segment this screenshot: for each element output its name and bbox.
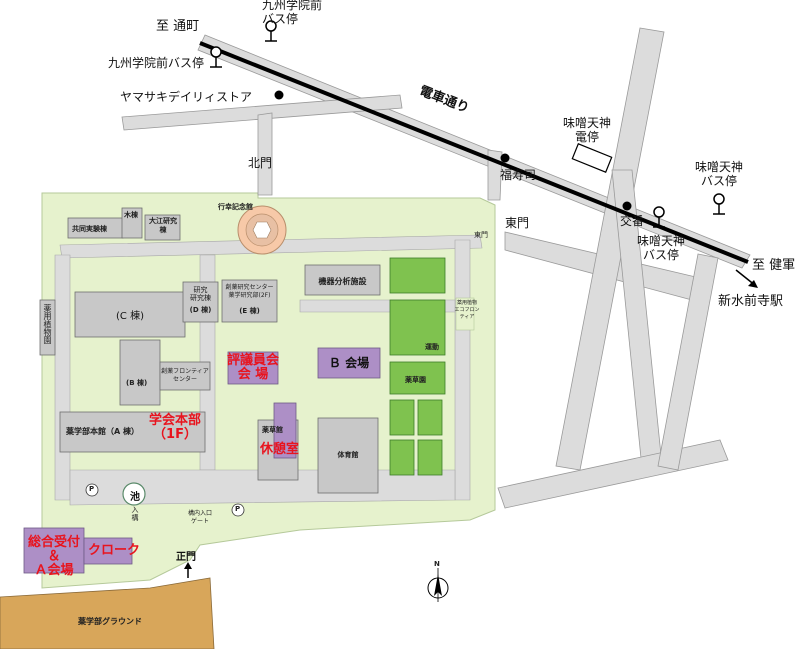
e-bldg (221, 279, 278, 323)
label-venue-b: Ｂ 会場 (328, 356, 370, 370)
label-d-bldg: (D 棟) (189, 306, 212, 314)
police-dot (622, 201, 632, 211)
label-joint-lab: 共同実験棟 (72, 225, 107, 233)
north-road (121, 94, 403, 131)
label-pond: 池 (130, 492, 140, 503)
label-e-detail: 創薬研究センター 薬学研究部(2F) (225, 284, 274, 299)
venue-rest (273, 402, 297, 459)
tram-stop-platform (571, 143, 613, 173)
label-e-bldg: (E 棟) (239, 307, 260, 315)
label-east-gate: 東門 (505, 216, 530, 230)
tram-line (199, 41, 749, 264)
label-wood-bldg: 木棟 (124, 211, 138, 219)
label-to-tsuboi: 至 通町 (156, 19, 200, 34)
label-bus-stop-misoten-right: 味噌天神 バス停 (694, 160, 743, 188)
venue-b (317, 347, 381, 379)
d-bldg (182, 281, 219, 323)
label-kuyoukan: 薬草館 (262, 426, 283, 434)
label-main-bldg: 薬学部本館（A 棟） (66, 427, 139, 436)
label-main-gate: 正門 (176, 552, 196, 563)
fukujushi-dot (500, 153, 510, 163)
pond (122, 482, 146, 506)
memorial-hall-center (252, 221, 272, 239)
field-plot-4 (417, 439, 443, 476)
yamasaki-dot (274, 90, 284, 100)
station-arrow-icon (735, 269, 758, 288)
label-hall-2: 薬草園 (405, 376, 426, 384)
oe-lab-bldg (144, 214, 181, 241)
label-shinsuizenji-station: 新水前寺駅 (718, 294, 784, 309)
field-plot-2 (417, 399, 443, 436)
south-road (497, 439, 729, 509)
frontier-bldg (159, 361, 211, 391)
inner-road-east (454, 239, 471, 501)
label-north-gate: 北門 (248, 156, 273, 170)
label-tram-stop: 味噌天神 電停 (562, 116, 611, 144)
label-memorial-hall: 行幸記念館 (218, 203, 253, 211)
label-venue-committee: 評議員会 会 場 (226, 353, 279, 382)
parking-circle-1 (85, 483, 99, 497)
b-bldg-wing (119, 339, 161, 406)
label-bus-stop-kyushu-left: 九州学院前バス停 (108, 56, 205, 70)
label-yamasaki-store: ヤマサキデイリィストア (120, 90, 253, 104)
label-to-kengun: 至 健軍 (752, 258, 796, 273)
label-c-bldg: (C 棟) (116, 311, 144, 322)
bus-stop-icon-lower (653, 206, 665, 228)
label-police-box: 交番 (620, 214, 645, 228)
wood-bldg (121, 207, 143, 239)
south-east-road (657, 253, 719, 471)
venue-cloak (83, 537, 133, 565)
instrument-bldg (304, 264, 381, 296)
gym-bldg (317, 417, 379, 494)
inner-road-west (54, 254, 71, 501)
venue-committee (227, 351, 279, 385)
label-eco-frontier: 薬用植物 エコフロンティア (454, 300, 480, 320)
main-bldg (59, 411, 206, 453)
label-d-detail: 研究 研究棟 (190, 286, 211, 302)
label-bus-stop-kyushu-top: 九州学院前 バス停 (262, 0, 323, 26)
bus-stop-icon-right (713, 193, 725, 215)
label-entrance-left: 入 構 (131, 506, 139, 522)
north-gate-road (257, 112, 273, 196)
label-instrument: 機器分析施設 (318, 277, 367, 286)
label-zone: 運動 (425, 343, 439, 351)
field-plot-3 (389, 439, 415, 476)
label-parking-2: P (235, 505, 241, 513)
field-hall2 (389, 361, 446, 395)
bus-stop-icon-top (265, 20, 277, 42)
west-vertical-bldg (39, 299, 56, 356)
label-medicinal-garden: 薬用植物園 (43, 304, 52, 344)
field-top (389, 257, 446, 294)
main-gate-arrow-icon (184, 562, 192, 578)
label-fukujushi: 福寿司 (500, 168, 537, 182)
field-plot-1 (389, 399, 415, 436)
label-gym: 体育館 (337, 451, 359, 459)
eco-frontier-bldg (455, 297, 475, 331)
field-sports (389, 299, 446, 356)
label-venue-reception: 総合受付＆ Ａ会場 (27, 535, 80, 578)
label-b-bldg: (B 棟) (126, 379, 148, 387)
label-frontier: 創薬フロンティア センター (161, 368, 209, 383)
c-bldg (74, 291, 186, 338)
label-oe-lab: 大江研究 棟 (149, 217, 177, 234)
label-ground: 薬学部グラウンド (78, 617, 142, 626)
label-venue-hq: 学会本部 （1F） (148, 413, 201, 442)
label-entrance-right: 構内入口 ゲート (187, 510, 212, 525)
label-parking-1: P (89, 485, 95, 493)
label-east-gate-small: 東門 (474, 231, 488, 239)
compass-icon (427, 568, 449, 602)
parking-circle-2 (231, 503, 245, 517)
label-venue-rest: 休憩室 (260, 442, 300, 457)
bus-stop-icon-left (210, 46, 222, 68)
label-bus-stop-misoten-lower: 味噌天神 バス停 (636, 234, 685, 262)
label-venue-cloak: クローク (88, 543, 141, 558)
sports-ground (0, 577, 215, 649)
label-compass-north: N (434, 560, 440, 568)
